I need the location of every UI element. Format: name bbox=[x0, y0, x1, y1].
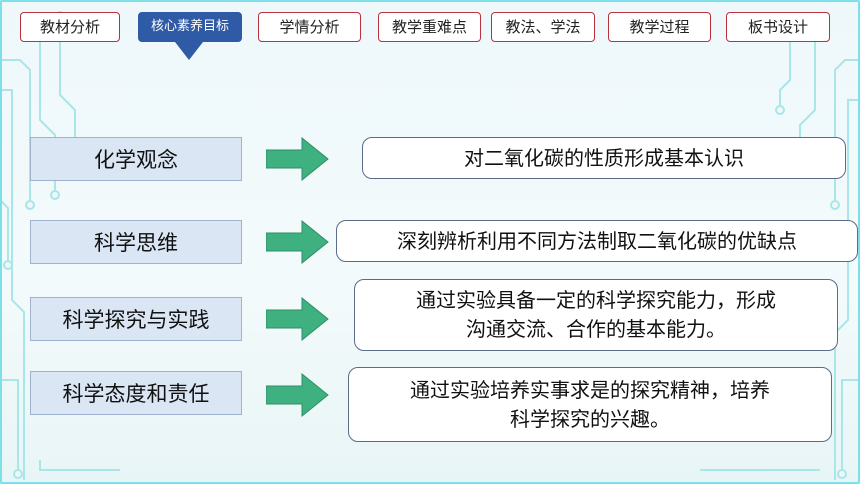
tab-board-design[interactable]: 板书设计 bbox=[726, 12, 830, 42]
arrow-right-icon bbox=[266, 297, 329, 341]
tab-textbook-analysis[interactable]: 教材分析 bbox=[20, 12, 120, 42]
arrow-right-icon bbox=[266, 220, 329, 264]
tab-learning-analysis[interactable]: 学情分析 bbox=[258, 12, 361, 42]
description-scientific-thinking: 深刻辨析利用不同方法制取二氧化碳的优缺点 bbox=[336, 220, 858, 262]
tab-core-literacy-goals[interactable]: 核心素养目标 bbox=[138, 12, 242, 42]
label-scientific-thinking: 科学思维 bbox=[30, 220, 242, 264]
label-attitude-responsibility: 科学态度和责任 bbox=[30, 371, 242, 415]
tab-key-difficulties[interactable]: 教学重难点 bbox=[378, 12, 481, 42]
arrow-right-icon bbox=[266, 373, 329, 417]
arrow-right-icon bbox=[266, 137, 329, 181]
label-chemical-concept: 化学观念 bbox=[30, 137, 242, 181]
tab-teaching-process[interactable]: 教学过程 bbox=[608, 12, 711, 42]
description-inquiry-practice: 通过实验具备一定的科学探究能力，形成 沟通交流、合作的基本能力。 bbox=[354, 279, 838, 351]
description-attitude-responsibility: 通过实验培养实事求是的探究精神，培养 科学探究的兴趣。 bbox=[348, 367, 832, 442]
label-inquiry-practice: 科学探究与实践 bbox=[30, 297, 242, 341]
tab-teaching-learning-methods[interactable]: 教法、学法 bbox=[491, 12, 595, 42]
description-chemical-concept: 对二氧化碳的性质形成基本认识 bbox=[362, 137, 846, 179]
active-tab-pointer bbox=[175, 42, 203, 60]
